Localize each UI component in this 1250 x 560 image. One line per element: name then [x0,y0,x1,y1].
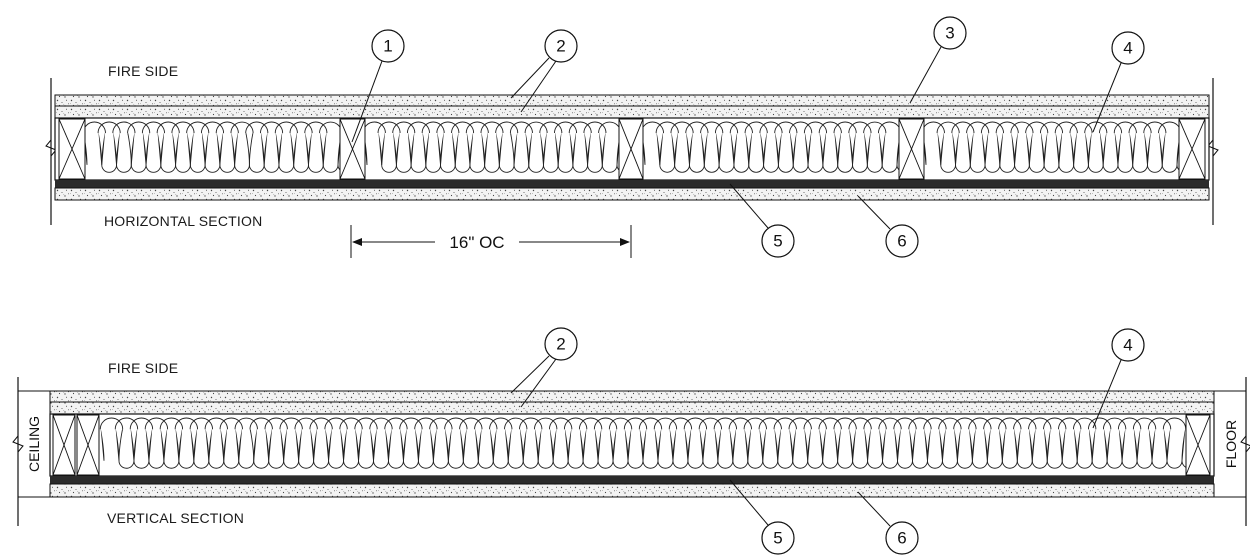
bottom-plate-diag-b [1185,414,1211,476]
callout-4-number: 4 [1123,39,1132,58]
callout-5: 5 [729,183,795,258]
callout-4-circle [1111,328,1145,362]
callout-2: 2 [510,327,578,408]
membrane-layer [50,476,1214,484]
gypsum-board-layer-1 [54,94,1210,107]
gypsum-board-layer-1 [49,390,1215,403]
membrane-layer [55,180,1209,188]
callout-1-circle [371,29,405,63]
dim-arrow-right [620,238,630,246]
callout-5-number: 5 [773,529,782,548]
gypsum-board-layer-2 [54,105,1210,119]
callout-6-number: 6 [897,529,906,548]
callout-5-leader [729,479,769,526]
callout-6-circle [885,521,919,555]
stud-4-diag-b [898,118,925,180]
callout-2-number: 2 [556,37,565,56]
callout-4-circle [1111,31,1145,65]
callout-6-number: 6 [897,232,906,251]
callout-1-leader [351,60,383,143]
callout-2-circle [544,29,578,63]
stud-cavity [49,413,1215,477]
callout-2-leader-b [520,358,557,408]
callout-2-leader-a [510,355,550,394]
callout-6-leader [857,491,891,527]
left-break-symbol [45,139,57,157]
callout-4: 4 [1092,31,1145,133]
callout-4-leader [1092,62,1122,133]
top-plate-2-diag-b [76,414,100,476]
callout-5-circle [761,224,795,258]
callout-2: 2 [510,29,578,113]
callout-4: 4 [1092,328,1145,429]
gypsum-board-unexposed [54,187,1210,201]
ceiling-break-symbol [12,435,24,453]
vertical-section-label: VERTICAL SECTION [107,510,244,526]
callout-5-number: 5 [773,232,782,251]
callout-3: 3 [909,16,967,104]
fire-side-label: FIRE SIDE [108,63,178,79]
floor-break-symbol [1240,435,1250,453]
fire-side-label: FIRE SIDE [108,360,178,376]
floor-label: FLOOR [1223,420,1239,468]
callout-5-leader [729,183,769,229]
callout-6: 6 [857,491,919,555]
callout-3-circle [933,16,967,50]
callout-3-leader [909,46,942,104]
dim-arrow-left [352,238,362,246]
wood-studs [58,118,1206,180]
top-plate-1-diag-b [52,414,76,476]
ceiling-label: CEILING [26,416,42,472]
callout-2-number: 2 [556,335,565,354]
vertical-section: FIRE SIDE CEILING FLOOR VERTICAL SECTION… [12,327,1250,555]
callout-5-circle [761,521,795,555]
right-break-symbol [1207,139,1219,157]
stud-5-diag-b [1178,118,1206,180]
callout-6-leader [857,195,891,230]
callout-5: 5 [729,479,795,555]
horizontal-section-label: HORIZONTAL SECTION [104,213,262,229]
callout-6-circle [885,224,919,258]
callout-2-leader-a [510,57,550,99]
callout-1: 1 [351,29,405,143]
gypsum-board-unexposed [49,483,1215,498]
stud-3-diag-b [618,118,644,180]
stud-2-diag-b [339,118,366,180]
callout-2-circle [544,327,578,361]
horizontal-section: FIRE SIDE HORIZONTAL SECTION 16" OC [45,16,1219,258]
stud-1-diag-b [58,118,86,180]
callout-4-leader [1092,359,1122,429]
callout-1-number: 1 [383,37,392,56]
callout-2-leader-b [520,60,557,113]
callout-4-number: 4 [1123,336,1132,355]
gypsum-board-layer-2 [49,401,1215,415]
stud-spacing-dimension: 16" OC [350,225,632,258]
callout-3-number: 3 [945,24,954,43]
callout-6: 6 [857,195,919,258]
stud-spacing-label: 16" OC [449,233,504,252]
top-and-bottom-plates [52,414,1211,476]
